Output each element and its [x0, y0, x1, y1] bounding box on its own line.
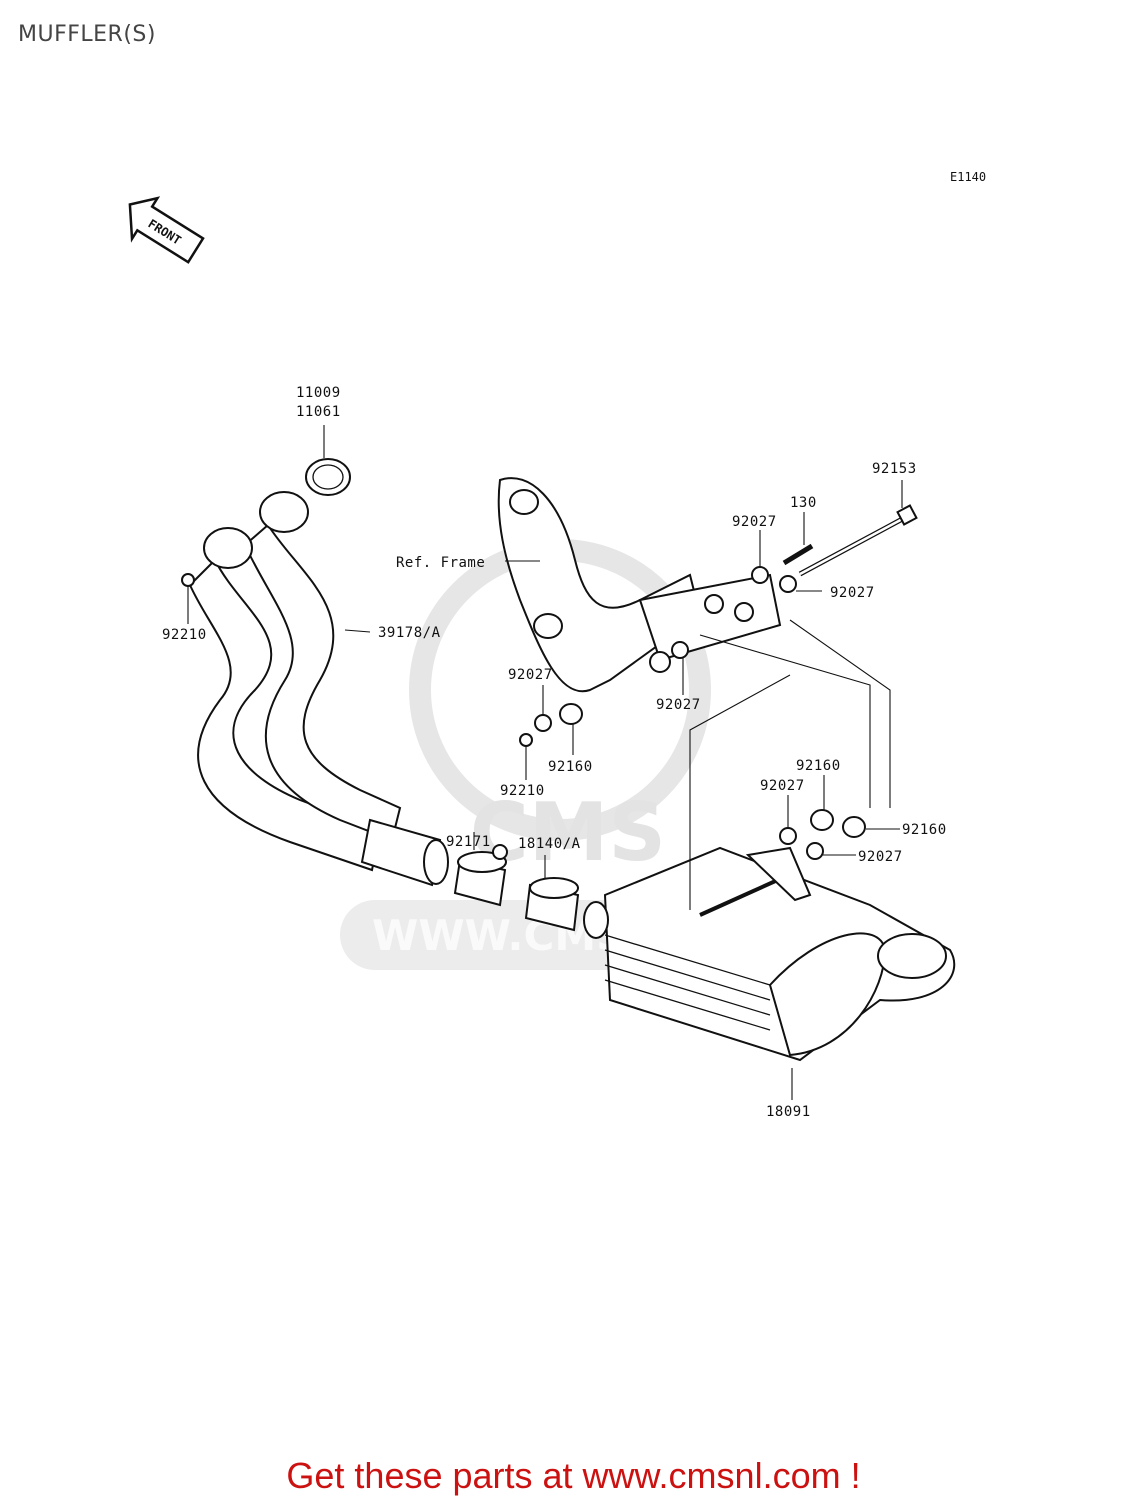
part-label-92210-a: 92210 [162, 627, 207, 643]
diagram-code: E1140 [950, 170, 987, 184]
part-label-92027-r-top: 92027 [760, 778, 805, 794]
part-label-18091: 18091 [766, 1104, 811, 1120]
part-labels: 11009 11061 92210 39178/A Ref. Frame 921… [162, 385, 947, 1120]
part-label-92027-r: 92027 [858, 849, 903, 865]
exhaust-pipe-assembly [188, 491, 449, 887]
page-title: MUFFLER(S) [18, 22, 156, 47]
part-label-92153: 92153 [872, 461, 917, 477]
parts-diagram: CMS WWW.CMSNL.COM FRONT [128, 196, 956, 1120]
part-label-92027-right: 92027 [830, 585, 875, 601]
nut-left [181, 573, 195, 587]
washer-top [751, 566, 769, 584]
muffler-body [583, 846, 956, 1062]
nut-mid [519, 733, 533, 747]
pipe-clamp [453, 844, 508, 907]
grommet-r-top [810, 809, 834, 831]
part-label-18140: 18140/A [518, 836, 581, 852]
grommet-mid [559, 703, 583, 725]
part-label-11009: 11009 [296, 385, 341, 401]
leader-lines [187, 425, 903, 1100]
washer-right [779, 575, 797, 593]
washer-r-top [779, 827, 797, 845]
part-label-92027-top: 92027 [732, 514, 777, 530]
washer-mid-r [671, 641, 689, 659]
footer-cta-link[interactable]: Get these parts at www.cmsnl.com ! [286, 1455, 861, 1496]
part-label-92027-mid-l: 92027 [508, 667, 553, 683]
frame-bracket [497, 477, 782, 693]
part-label-92210-b: 92210 [500, 783, 545, 799]
grommet-r [842, 816, 866, 838]
part-label-92160-r-top: 92160 [796, 758, 841, 774]
washer-r [806, 842, 824, 860]
front-arrow-icon: FRONT [128, 196, 205, 264]
part-label-39178: 39178/A [378, 625, 441, 641]
part-label-92160-r: 92160 [902, 822, 947, 838]
part-label-92171: 92171 [446, 834, 491, 850]
part-label-11061: 11061 [296, 404, 341, 420]
washer-mid-l [534, 714, 552, 732]
part-label-92027-mid-r: 92027 [656, 697, 701, 713]
bolt-head [896, 504, 918, 526]
part-label-130: 130 [790, 495, 817, 511]
part-label-92160-mid: 92160 [548, 759, 593, 775]
pipe-collar [524, 877, 580, 932]
ref-frame-label: Ref. Frame [396, 555, 485, 571]
short-bolt [782, 543, 814, 566]
